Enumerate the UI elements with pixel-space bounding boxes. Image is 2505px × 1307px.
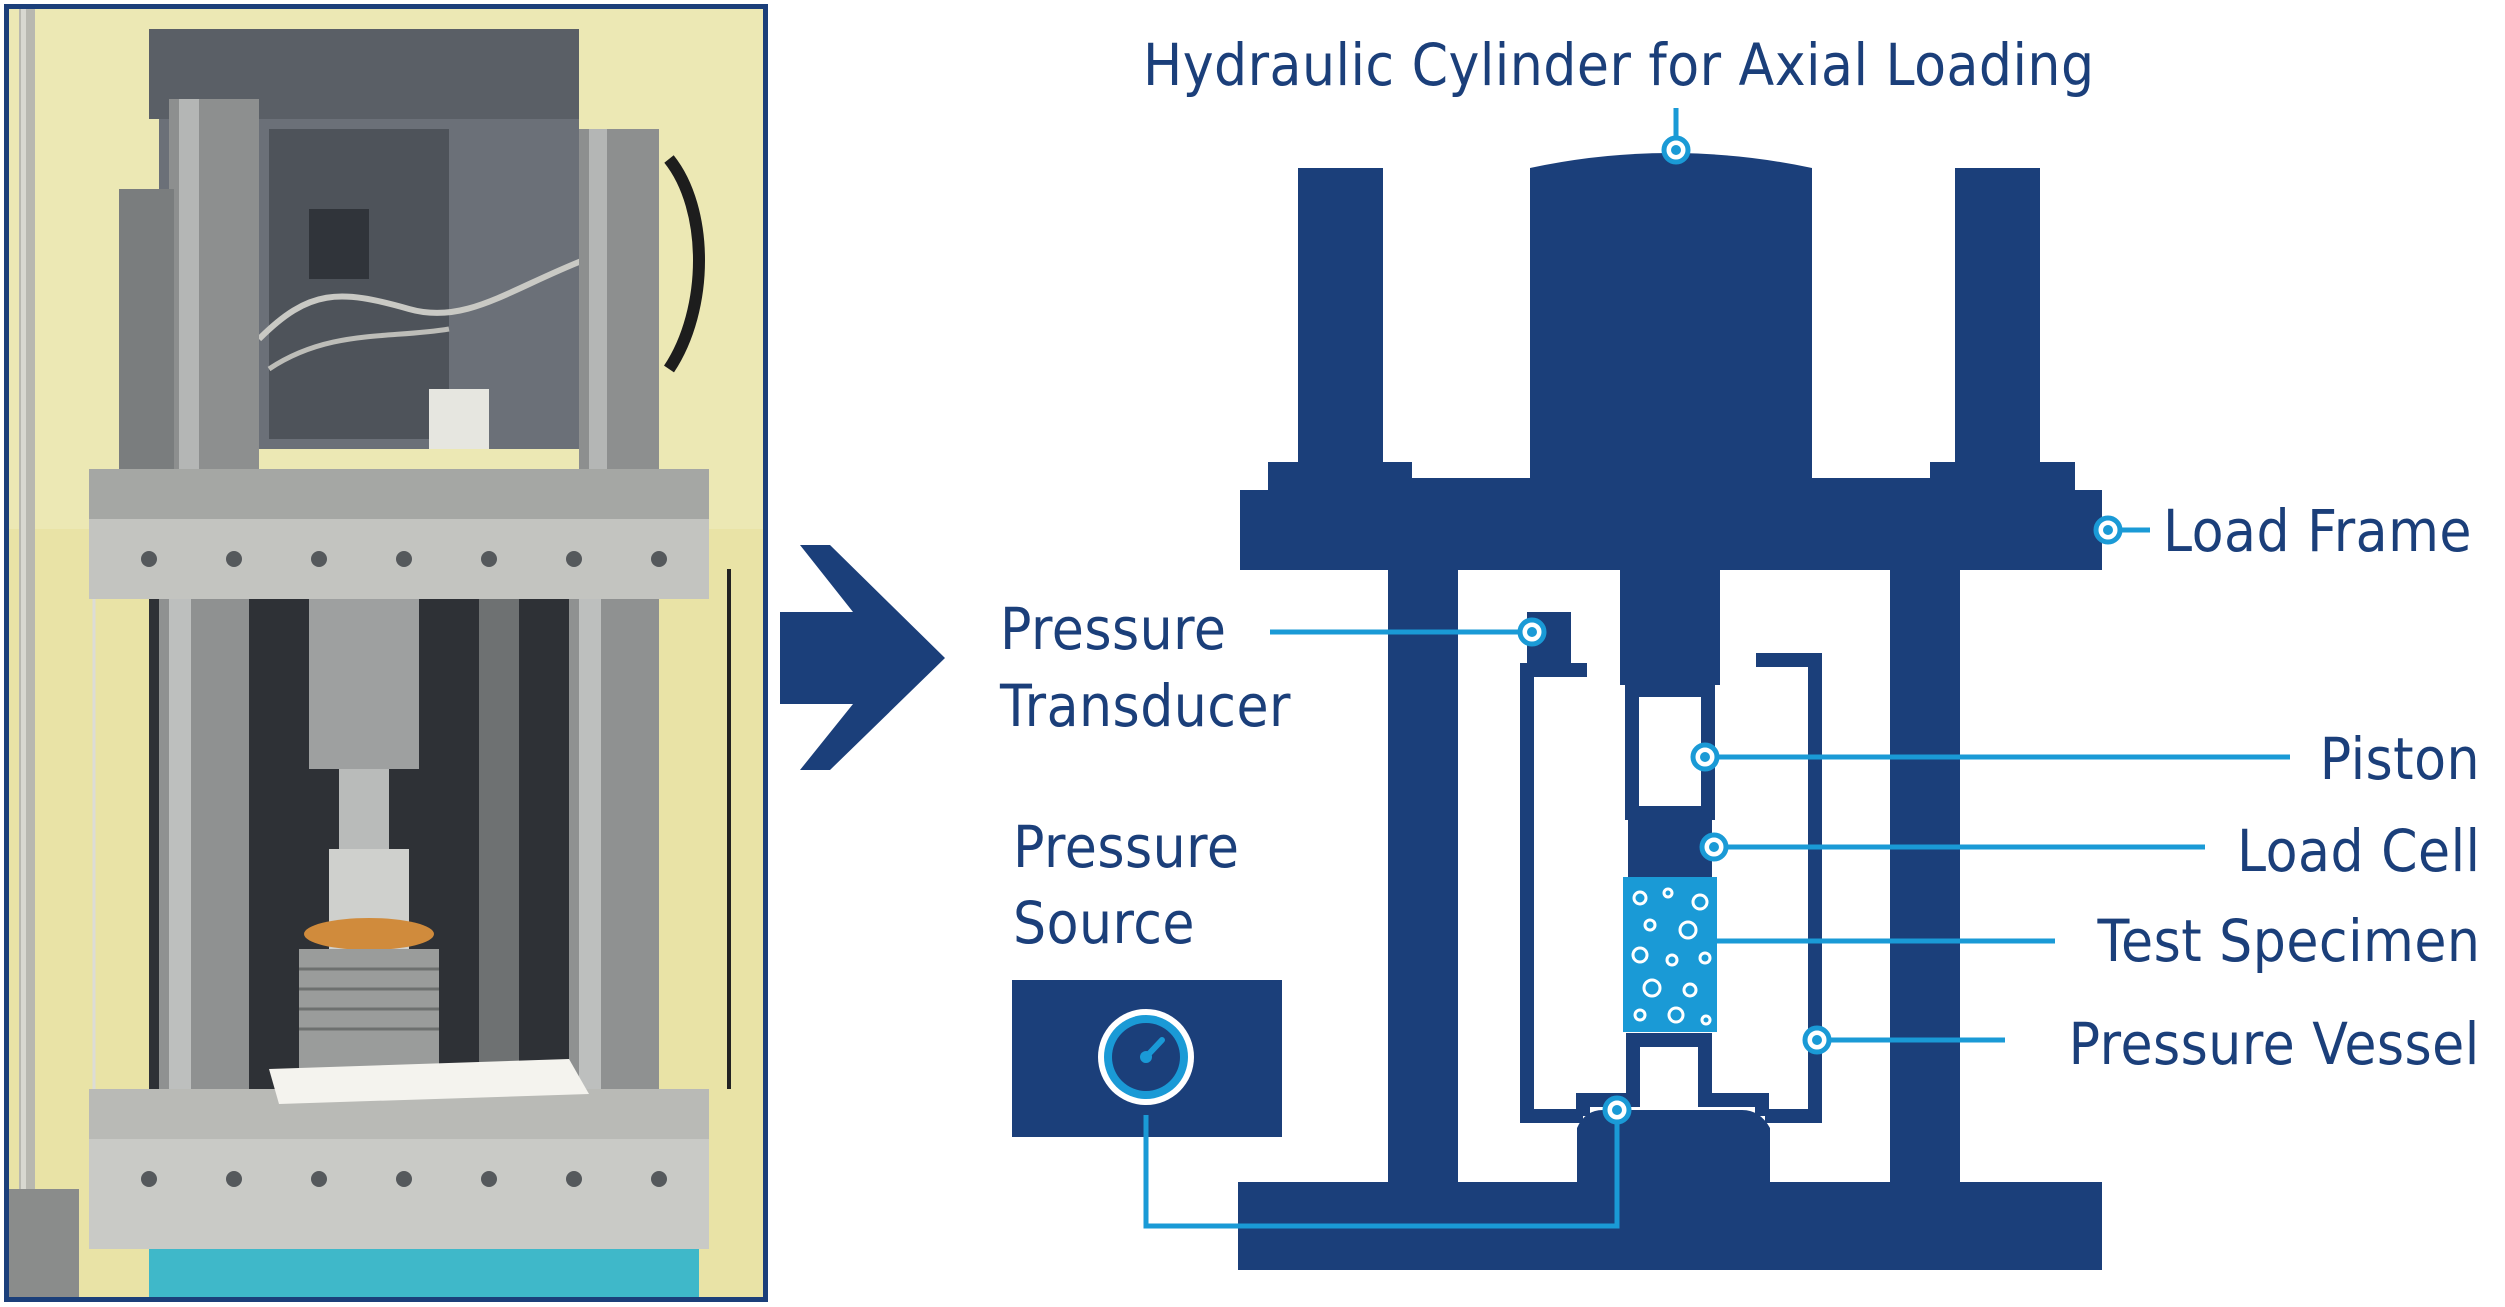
frame-leg-right xyxy=(1890,570,1960,1182)
label-pressure-transducer-1: Pressure xyxy=(1000,595,1227,663)
hydraulic-cylinder xyxy=(1530,153,1812,478)
label-pressure-source-1: Pressure xyxy=(1013,813,1240,881)
pressure-supply-line xyxy=(1143,1110,1620,1229)
label-piston: Piston xyxy=(2319,725,2480,793)
pressure-vessel-right-wall xyxy=(1756,653,1822,1123)
label-test-specimen: Test Specimen xyxy=(2097,907,2480,975)
frame-base xyxy=(1238,1110,2102,1270)
triaxial-machine-photo xyxy=(4,4,768,1302)
flow-arrow xyxy=(780,545,945,770)
pressure-gauge xyxy=(1098,1009,1194,1105)
machine-photo-drawing xyxy=(9,9,763,1297)
piston-upper xyxy=(1620,570,1720,685)
specimen-aggregate-pattern xyxy=(1631,887,1712,1026)
load-cell xyxy=(1628,820,1712,878)
frame-column-right-top xyxy=(1955,168,2040,478)
label-hydraulic-cylinder: Hydraulic Cylinder for Axial Loading xyxy=(1143,31,2095,99)
label-load-frame: Load Frame xyxy=(2163,497,2472,565)
specimen-pedestal xyxy=(1576,1033,1769,1116)
label-pressure-source-2: Source xyxy=(1013,889,1195,957)
label-pressure-transducer-2: Transducer xyxy=(1000,672,1291,740)
load-frame-beam xyxy=(1240,462,2102,570)
pressure-vessel-left-wall xyxy=(1520,663,1587,1123)
label-load-cell: Load Cell xyxy=(2236,817,2480,885)
frame-leg-left xyxy=(1388,570,1458,1182)
label-pressure-vessel: Pressure Vessel xyxy=(2068,1010,2480,1078)
frame-column-left-top xyxy=(1298,168,1383,478)
